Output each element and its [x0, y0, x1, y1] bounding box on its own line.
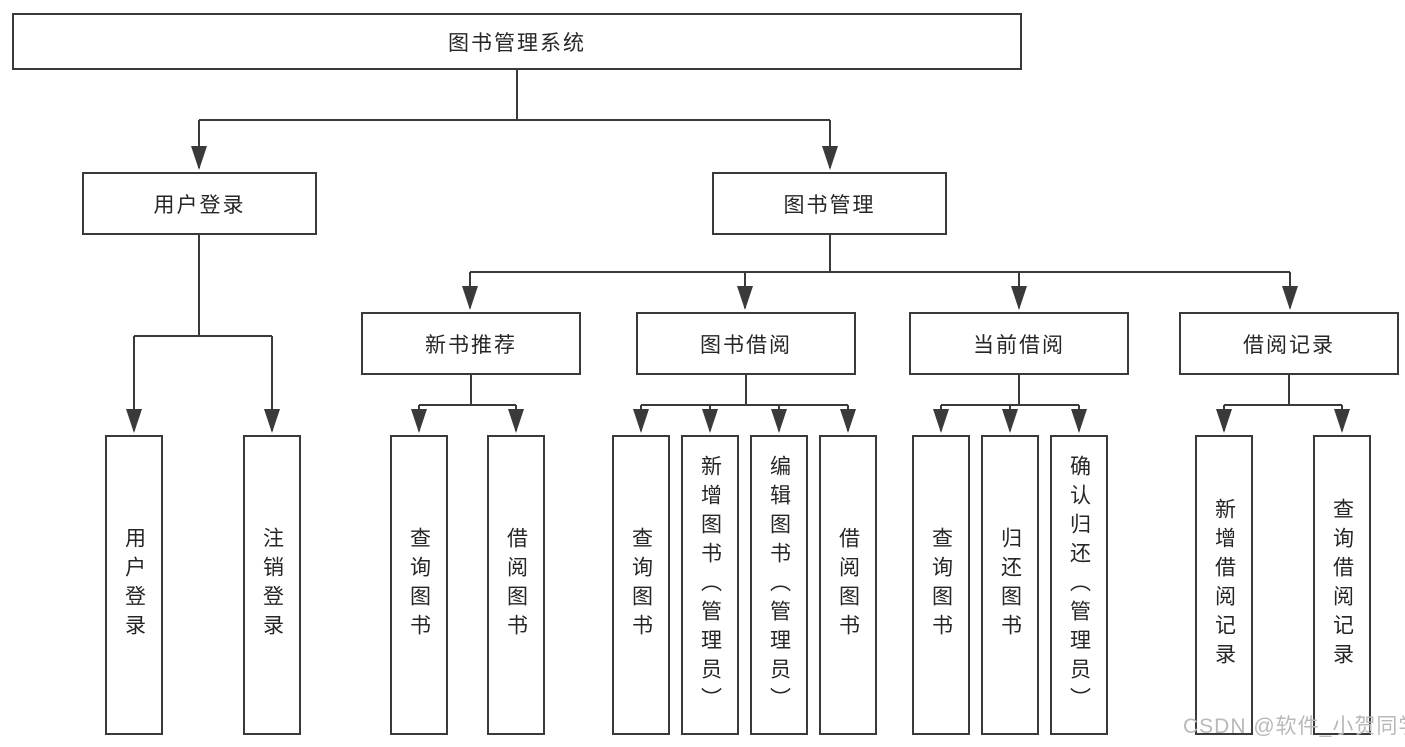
node-leaf-confirm-return-admin: 确认归还（管理员） [1050, 435, 1108, 735]
node-label: 查询图书 [929, 527, 953, 643]
node-leaf-query-books-2: 查询图书 [612, 435, 670, 735]
node-leaf-query-books-1: 查询图书 [390, 435, 448, 735]
node-book-borrowing: 图书借阅 [636, 312, 856, 375]
node-label: 查询借阅记录 [1330, 498, 1354, 672]
node-leaf-edit-books-admin: 编辑图书（管理员） [750, 435, 808, 735]
node-current-borrowing: 当前借阅 [909, 312, 1129, 375]
node-label: 图书管理系统 [448, 31, 586, 55]
node-leaf-query-books-3: 查询图书 [912, 435, 970, 735]
node-leaf-logout: 注销登录 [243, 435, 301, 735]
node-book-management-system: 图书管理系统 [12, 13, 1022, 70]
node-leaf-return-books: 归还图书 [981, 435, 1039, 735]
node-borrowing-records: 借阅记录 [1179, 312, 1399, 375]
watermark: CSDN @软件_小贺同学 [1183, 715, 1405, 738]
node-book-management: 图书管理 [712, 172, 947, 235]
connector-arrows [126, 120, 1350, 433]
node-label: 注销登录 [260, 527, 284, 643]
node-label: 编辑图书（管理员） [767, 454, 791, 716]
node-label: 归还图书 [998, 527, 1022, 643]
node-label: 图书管理 [783, 193, 876, 217]
node-label: 用户登录 [153, 193, 246, 217]
node-label: 用户登录 [122, 527, 146, 643]
node-label: 借阅图书 [836, 527, 860, 643]
node-leaf-add-borrow-record: 新增借阅记录 [1195, 435, 1253, 735]
node-label: 查询图书 [407, 527, 431, 643]
node-leaf-query-borrow-record: 查询借阅记录 [1313, 435, 1371, 735]
node-label: 借阅图书 [504, 527, 528, 643]
node-label: 新增图书（管理员） [698, 454, 722, 716]
node-leaf-user-login: 用户登录 [105, 435, 163, 735]
node-label: 查询图书 [629, 527, 653, 643]
node-label: 当前借阅 [973, 333, 1065, 357]
node-user-login: 用户登录 [82, 172, 317, 235]
node-leaf-borrow-books-1: 借阅图书 [487, 435, 545, 735]
node-label: 新书推荐 [425, 333, 517, 357]
node-label: 图书借阅 [700, 333, 792, 357]
node-leaf-add-books-admin: 新增图书（管理员） [681, 435, 739, 735]
node-label: 确认归还（管理员） [1067, 454, 1091, 716]
node-label: 借阅记录 [1243, 333, 1335, 357]
node-new-book-recommendation: 新书推荐 [361, 312, 581, 375]
node-label: 新增借阅记录 [1212, 498, 1236, 672]
connector-trunks [134, 70, 1342, 406]
node-leaf-borrow-books-2: 借阅图书 [819, 435, 877, 735]
